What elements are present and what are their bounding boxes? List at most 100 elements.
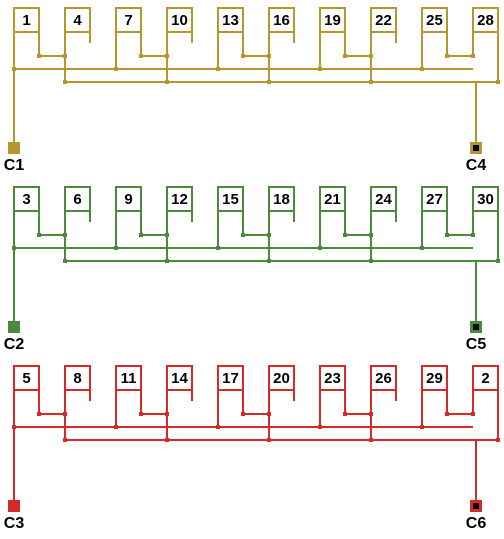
slot-number: 15 xyxy=(222,191,239,208)
coil-slot-17 xyxy=(217,365,244,401)
coil-slot-1 xyxy=(13,7,40,43)
junction-dot xyxy=(12,67,16,71)
pair-connector xyxy=(344,43,372,57)
slot-number: 25 xyxy=(426,12,443,29)
pair-connector xyxy=(344,222,372,236)
coil-slot-6 xyxy=(64,186,91,222)
coil-loop xyxy=(13,186,40,222)
coil-slot-12 xyxy=(166,186,193,222)
terminal-square xyxy=(8,321,20,333)
junction-dot xyxy=(496,80,500,84)
terminal-center xyxy=(473,324,479,330)
junction-dot xyxy=(496,259,500,263)
coil-slot-23 xyxy=(319,365,346,401)
slot-number: 3 xyxy=(22,191,30,208)
coil-loop xyxy=(319,186,346,222)
junction-dot xyxy=(165,438,169,442)
coil-loop xyxy=(268,186,295,222)
junction-dot xyxy=(267,412,271,416)
coil-loop xyxy=(166,7,193,43)
junction-dot xyxy=(496,438,500,442)
coil-loop xyxy=(13,7,40,43)
coil-loop xyxy=(64,365,91,401)
slot-number: 10 xyxy=(171,12,188,29)
coil-slot-2 xyxy=(472,365,499,401)
terminal-square xyxy=(8,500,20,512)
slot-number: 12 xyxy=(171,191,188,208)
pair-connector xyxy=(140,222,168,236)
slot-number: 18 xyxy=(273,191,290,208)
junction-dot xyxy=(165,259,169,263)
pair-connector xyxy=(344,401,372,415)
slot-number: 7 xyxy=(124,12,132,29)
junction-dot xyxy=(12,425,16,429)
slot-number: 2 xyxy=(481,370,489,387)
terminal-label: C1 xyxy=(4,157,25,174)
junction-dot xyxy=(139,412,143,416)
junction-dot xyxy=(420,425,424,429)
junction-dot xyxy=(165,54,169,58)
coil-loop xyxy=(421,7,448,43)
coil-slot-9 xyxy=(115,186,142,222)
coil-slot-18 xyxy=(268,186,295,222)
coil-slot-14 xyxy=(166,365,193,401)
slot-number: 5 xyxy=(22,370,30,387)
coil-loop xyxy=(217,186,244,222)
coil-group-3 xyxy=(13,365,499,506)
slot-number: 14 xyxy=(171,370,188,387)
coil-loop xyxy=(64,186,91,222)
terminal-label: C3 xyxy=(4,515,25,532)
coil-slot-24 xyxy=(370,186,397,222)
junction-dot xyxy=(471,233,475,237)
coil-slot-11 xyxy=(115,365,142,401)
junction-dot xyxy=(369,80,373,84)
junction-dot xyxy=(420,246,424,250)
junction-dot xyxy=(37,233,41,237)
coil-loop xyxy=(370,365,397,401)
junction-dot xyxy=(267,80,271,84)
pair-connector xyxy=(38,401,66,415)
coil-loop xyxy=(217,365,244,401)
coil-loop xyxy=(13,365,40,401)
pair-connector xyxy=(38,43,66,57)
junction-dot xyxy=(318,425,322,429)
coil-loop xyxy=(64,7,91,43)
coil-group-2 xyxy=(13,186,499,327)
coil-group-1 xyxy=(13,7,499,148)
coil-slot-20 xyxy=(268,365,295,401)
junction-dot xyxy=(267,259,271,263)
junction-dot xyxy=(267,233,271,237)
slot-number: 20 xyxy=(273,370,290,387)
pair-connector xyxy=(446,43,474,57)
slot-number: 8 xyxy=(73,370,81,387)
junction-dot xyxy=(445,233,449,237)
coil-loop xyxy=(319,365,346,401)
slot-number: 27 xyxy=(426,191,443,208)
coil-loop xyxy=(115,7,142,43)
slot-number: 17 xyxy=(222,370,239,387)
junction-dot xyxy=(241,233,245,237)
junction-dot xyxy=(114,67,118,71)
slot-number: 4 xyxy=(73,12,82,29)
junction-dot xyxy=(114,425,118,429)
terminal-label: C6 xyxy=(466,515,487,532)
slot-number: 28 xyxy=(477,12,494,29)
junction-dot xyxy=(471,412,475,416)
junction-dot xyxy=(369,438,373,442)
terminal-center xyxy=(473,503,479,509)
coil-slot-3 xyxy=(13,186,40,222)
coil-loop xyxy=(472,365,499,401)
junction-dot xyxy=(216,67,220,71)
coil-slot-29 xyxy=(421,365,448,401)
pair-connector xyxy=(140,43,168,57)
junction-dot xyxy=(318,246,322,250)
slot-number: 1 xyxy=(22,12,30,29)
junction-dot xyxy=(445,54,449,58)
junction-dot xyxy=(241,412,245,416)
coil-loop xyxy=(472,186,499,222)
terminal-label: C4 xyxy=(466,157,487,174)
pair-connector xyxy=(242,222,270,236)
coil-loop xyxy=(421,365,448,401)
coil-slot-27 xyxy=(421,186,448,222)
